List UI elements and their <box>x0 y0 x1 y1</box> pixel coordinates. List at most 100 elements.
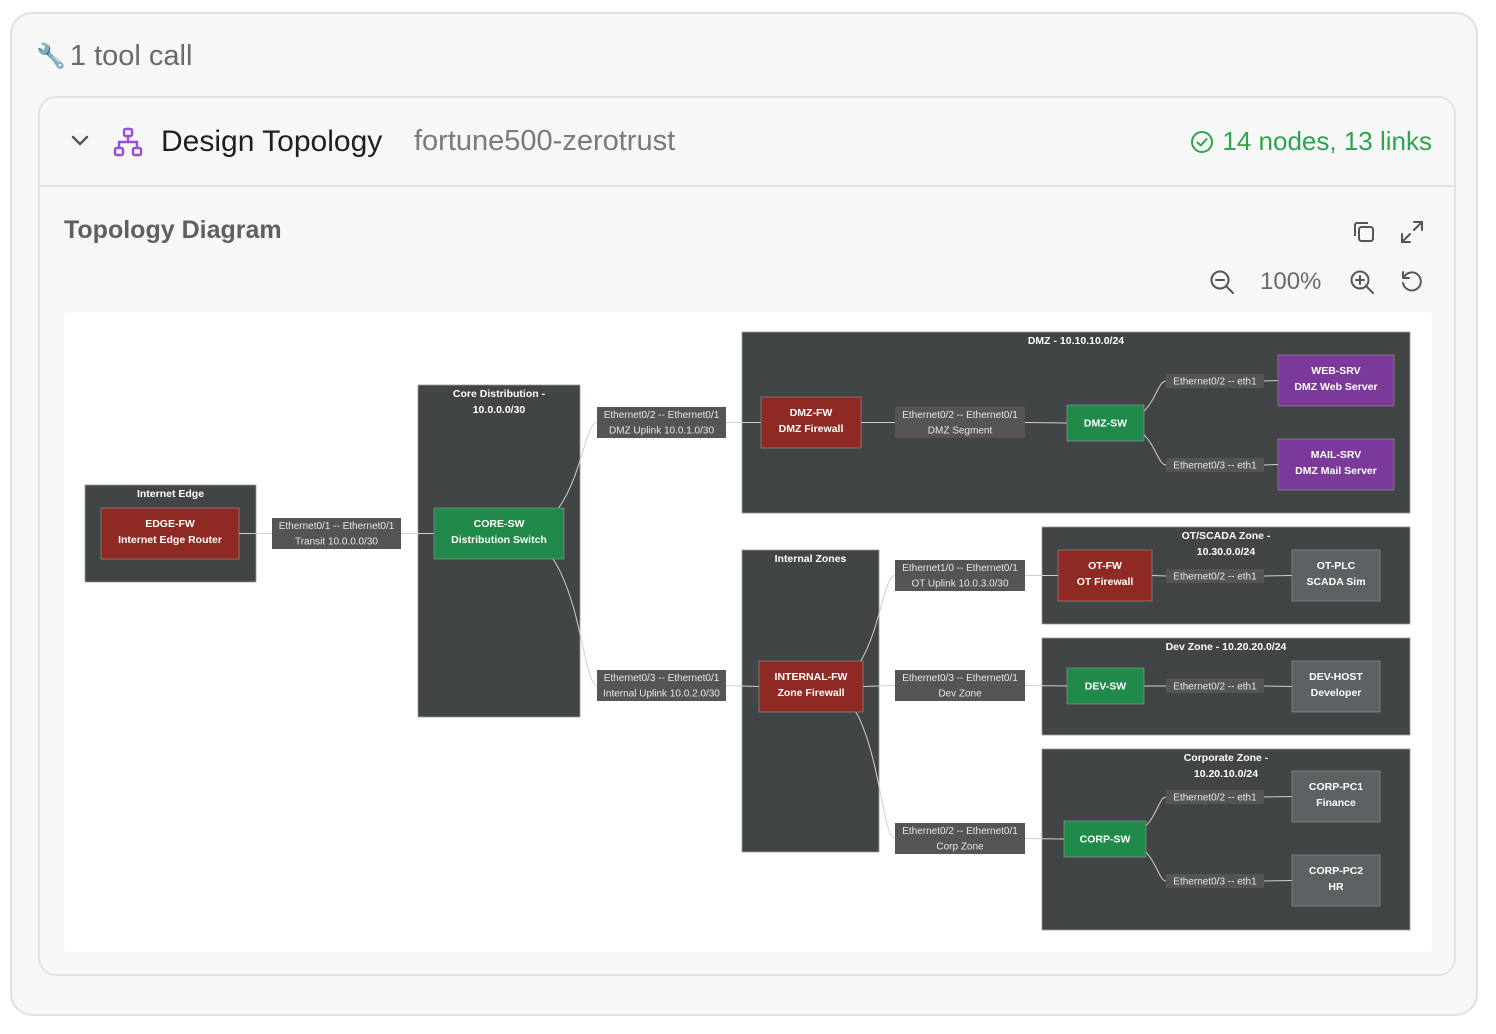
zone-label: Dev Zone - 10.20.20.0/24 <box>1166 641 1287 653</box>
node-label: DMZ-FW <box>790 407 833 419</box>
link-dmz-fw-dmz-sw <box>861 422 1068 424</box>
node-label: CORP-SW <box>1080 834 1131 846</box>
node-label: DMZ Mail Server <box>1295 465 1377 477</box>
node-label: INTERNAL-FW <box>775 671 848 683</box>
node-label: Developer <box>1311 687 1362 699</box>
link-label: Ethernet0/2 -- eth1 <box>1173 572 1257 583</box>
node-dev-sw[interactable] <box>1066 667 1145 705</box>
node-label: CORP-PC2 <box>1309 865 1363 877</box>
link-label: Ethernet0/1 -- Ethernet0/1 <box>279 521 395 532</box>
node-corp-sw[interactable] <box>1063 820 1147 858</box>
zone-label: 10.20.10.0/24 <box>1194 768 1258 780</box>
link-label: Ethernet0/3 -- eth1 <box>1173 877 1257 888</box>
link-label: Ethernet0/2 -- Ethernet0/1 <box>604 410 720 421</box>
node-ot-fw[interactable] <box>1057 549 1153 602</box>
link-label-box <box>597 670 726 701</box>
link-label-box <box>1166 679 1264 693</box>
node-dev-host[interactable] <box>1291 660 1381 713</box>
node-label: CORP-PC1 <box>1309 781 1363 793</box>
link-label-box <box>1166 874 1264 888</box>
link-label-box <box>272 518 401 549</box>
link-label-box <box>895 407 1025 438</box>
node-label: WEB-SRV <box>1311 365 1360 377</box>
link-label: DMZ Segment <box>928 426 993 437</box>
link-label: OT Uplink 10.0.3.0/30 <box>911 579 1009 590</box>
link-label: Transit 10.0.0.0/30 <box>295 537 378 548</box>
node-label: CORE-SW <box>474 518 525 530</box>
zoom-out-icon[interactable] <box>1208 268 1236 296</box>
card-header[interactable]: Design Topology fortune500-zerotrust 14 … <box>40 98 1454 187</box>
node-web-srv[interactable] <box>1277 354 1395 407</box>
design-topology-card: Design Topology fortune500-zerotrust 14 … <box>38 96 1456 976</box>
link-label: Corp Zone <box>936 842 984 853</box>
tool-call-container: 🔧 1 tool call Design Topology fortune500… <box>10 12 1478 1016</box>
link-label-box <box>895 823 1025 854</box>
zoom-in-icon[interactable] <box>1348 268 1376 296</box>
card-title: Design Topology <box>161 125 383 158</box>
tool-call-label: 1 tool call <box>69 40 193 72</box>
link-label-box <box>1166 458 1264 472</box>
node-label: OT Firewall <box>1077 576 1134 588</box>
link-dev-sw-dev-host <box>1144 685 1293 687</box>
zone-label: 10.0.0.0/30 <box>473 404 526 416</box>
link-label: Internal Uplink 10.0.2.0/30 <box>603 689 720 700</box>
link-label-box <box>895 560 1025 591</box>
chevron-down-icon[interactable] <box>68 128 92 152</box>
status-text: 14 nodes, 13 links <box>1222 126 1432 156</box>
wrench-icon: 🔧 <box>36 43 66 70</box>
node-label: OT-PLC <box>1317 560 1356 572</box>
link-ot-fw-ot-plc <box>1151 575 1293 577</box>
node-label: DEV-SW <box>1085 681 1127 693</box>
node-label: DMZ-SW <box>1084 418 1127 430</box>
zone-label: 10.30.0.0/24 <box>1197 546 1256 558</box>
node-corp-pc2[interactable] <box>1291 854 1381 907</box>
topology-icon <box>113 127 143 157</box>
link-label: Ethernet0/2 -- eth1 <box>1173 377 1257 388</box>
link-label: Ethernet0/2 -- eth1 <box>1173 793 1257 804</box>
link-label-box <box>895 670 1025 701</box>
node-dmz-sw[interactable] <box>1066 404 1145 442</box>
node-label: DMZ Web Server <box>1294 381 1377 393</box>
node-label: SCADA Sim <box>1306 576 1365 588</box>
node-internal-fw[interactable] <box>758 660 864 713</box>
link-label-box <box>1166 374 1264 388</box>
link-label: Ethernet0/3 -- eth1 <box>1173 461 1257 472</box>
check-circle-icon <box>1191 130 1214 153</box>
reset-icon[interactable] <box>1398 268 1426 296</box>
zone-label: Internet Edge <box>137 488 204 500</box>
link-label: Dev Zone <box>938 689 982 700</box>
node-label: Distribution Switch <box>451 534 547 546</box>
link-label-box <box>1166 790 1264 804</box>
node-corp-pc1[interactable] <box>1291 770 1381 823</box>
link-internal-fw-dev-sw <box>862 685 1068 687</box>
node-dmz-fw[interactable] <box>760 396 862 449</box>
zoom-level: 100% <box>1260 268 1322 295</box>
node-label: DMZ Firewall <box>779 423 844 435</box>
node-label: Finance <box>1316 797 1356 809</box>
zone-label: DMZ - 10.10.10.0/24 <box>1028 335 1124 347</box>
node-core-sw[interactable] <box>433 507 565 560</box>
status-badge: 14 nodes, 13 links <box>1190 126 1432 157</box>
link-label: Ethernet0/3 -- Ethernet0/1 <box>902 673 1018 684</box>
zone-label: OT/SCADA Zone - <box>1182 530 1271 542</box>
node-label: Zone Firewall <box>777 687 844 699</box>
node-ot-plc[interactable] <box>1291 549 1381 602</box>
link-label-box <box>597 407 726 438</box>
tool-call-summary[interactable]: 🔧 1 tool call <box>36 40 192 73</box>
link-label: Ethernet0/2 -- eth1 <box>1173 682 1257 693</box>
node-label: Internet Edge Router <box>118 534 222 546</box>
node-label: EDGE-FW <box>145 518 195 530</box>
node-edge-fw[interactable] <box>100 507 240 560</box>
node-mail-srv[interactable] <box>1277 438 1395 491</box>
zone-label: Internal Zones <box>775 553 847 565</box>
link-label: Ethernet0/2 -- Ethernet0/1 <box>902 410 1018 421</box>
copy-icon[interactable] <box>1350 218 1378 246</box>
node-label: HR <box>1328 881 1344 893</box>
link-label-box <box>1166 569 1264 583</box>
link-label: Ethernet0/2 -- Ethernet0/1 <box>902 826 1018 837</box>
node-label: MAIL-SRV <box>1311 449 1362 461</box>
link-label: Ethernet1/0 -- Ethernet0/1 <box>902 563 1018 574</box>
expand-icon[interactable] <box>1398 218 1426 246</box>
